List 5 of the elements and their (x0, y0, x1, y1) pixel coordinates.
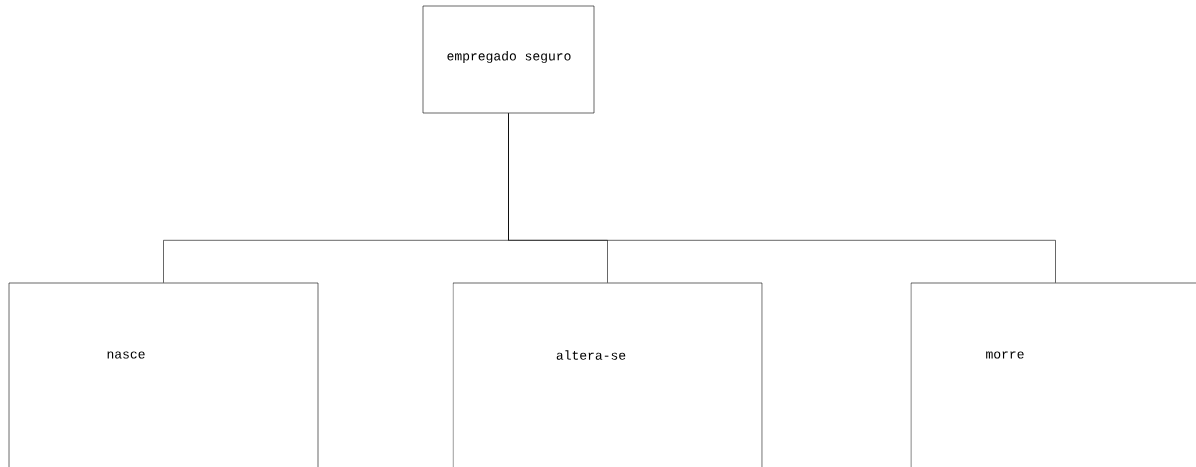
process-box: altera-se (452, 282, 763, 467)
connector-line (508, 113, 1056, 283)
process-box: morre (910, 282, 1196, 467)
process-box: nasce (8, 282, 319, 467)
process-box: empregado seguro (422, 5, 595, 114)
